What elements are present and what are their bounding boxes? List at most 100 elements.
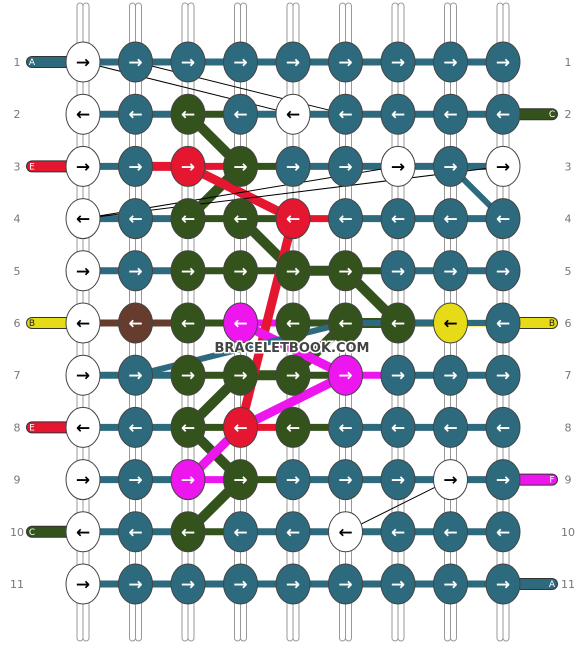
knot: → bbox=[223, 354, 258, 396]
arrow-right-icon: → bbox=[443, 575, 457, 595]
arrow-right-icon: → bbox=[443, 157, 457, 177]
arrow-right-icon: → bbox=[286, 262, 300, 282]
knot-oval bbox=[328, 302, 363, 344]
knot-oval bbox=[275, 41, 311, 83]
knot: ← bbox=[223, 511, 258, 553]
white-strand-line bbox=[82, 165, 504, 220]
knot: → bbox=[485, 41, 521, 83]
knot-oval bbox=[65, 198, 101, 240]
knot: ← bbox=[118, 511, 153, 553]
knot-oval bbox=[485, 93, 521, 135]
knot-oval bbox=[433, 198, 468, 240]
knot-oval bbox=[65, 93, 101, 135]
knot: ← bbox=[275, 406, 311, 448]
knot-oval bbox=[65, 41, 101, 83]
knot-oval bbox=[223, 354, 258, 396]
arrow-left-icon: ← bbox=[443, 210, 457, 230]
arrow-right-icon: → bbox=[338, 471, 352, 491]
arrow-left-icon: ← bbox=[233, 314, 247, 334]
knot: → bbox=[328, 459, 363, 501]
knot-oval bbox=[275, 198, 311, 240]
knot: ← bbox=[275, 198, 311, 240]
knot: ← bbox=[170, 511, 206, 553]
knot-oval bbox=[118, 354, 153, 396]
knot: ← bbox=[118, 93, 153, 135]
knot-oval bbox=[223, 511, 258, 553]
arrow-left-icon: ← bbox=[496, 105, 510, 125]
knot: → bbox=[118, 41, 153, 83]
knot-oval bbox=[118, 459, 153, 501]
knot: ← bbox=[170, 406, 206, 448]
arrow-right-icon: → bbox=[128, 262, 142, 282]
knot-oval bbox=[65, 563, 101, 605]
strand-letter: C bbox=[549, 110, 555, 120]
arrow-left-icon: ← bbox=[496, 210, 510, 230]
knot-oval bbox=[275, 302, 311, 344]
knot: → bbox=[485, 459, 521, 501]
knot: → bbox=[380, 459, 416, 501]
knot-oval bbox=[433, 511, 468, 553]
knot: → bbox=[170, 41, 206, 83]
knot: → bbox=[485, 563, 521, 605]
knot-oval bbox=[380, 41, 416, 83]
knot-oval bbox=[118, 145, 153, 187]
knot-oval bbox=[328, 459, 363, 501]
knot-oval bbox=[485, 511, 521, 553]
knot-oval bbox=[485, 302, 521, 344]
arrow-right-icon: → bbox=[338, 262, 352, 282]
knot: → bbox=[433, 41, 468, 83]
white-strand-line bbox=[82, 61, 294, 115]
knot-oval bbox=[170, 302, 206, 344]
arrow-right-icon: → bbox=[128, 53, 142, 73]
arrow-right-icon: → bbox=[76, 157, 90, 177]
arrow-right-icon: → bbox=[496, 471, 510, 491]
arrow-right-icon: → bbox=[128, 575, 142, 595]
knot-oval bbox=[328, 511, 363, 553]
arrow-left-icon: ← bbox=[128, 210, 142, 230]
knot-oval bbox=[380, 563, 416, 605]
arrow-left-icon: ← bbox=[443, 105, 457, 125]
knot: ← bbox=[223, 198, 258, 240]
knot: → bbox=[170, 145, 206, 187]
arrow-left-icon: ← bbox=[286, 210, 300, 230]
knot-oval bbox=[170, 406, 206, 448]
knot: → bbox=[275, 459, 311, 501]
knot-oval bbox=[275, 563, 311, 605]
knot: → bbox=[380, 563, 416, 605]
knot: → bbox=[275, 145, 311, 187]
row-number-left: 4 bbox=[14, 213, 21, 226]
arrow-right-icon: → bbox=[443, 262, 457, 282]
strand-letter: B bbox=[29, 319, 35, 329]
arrow-left-icon: ← bbox=[496, 418, 510, 438]
arrow-left-icon: ← bbox=[233, 523, 247, 543]
knot: → bbox=[223, 459, 258, 501]
arrow-left-icon: ← bbox=[128, 418, 142, 438]
knot-oval bbox=[170, 354, 206, 396]
knot: → bbox=[275, 563, 311, 605]
knot-oval bbox=[380, 459, 416, 501]
arrow-right-icon: → bbox=[76, 262, 90, 282]
knot: → bbox=[433, 354, 468, 396]
knot-oval bbox=[223, 41, 258, 83]
knot-oval bbox=[170, 145, 206, 187]
knot: ← bbox=[485, 406, 521, 448]
row-number-left: 7 bbox=[14, 369, 21, 382]
strand-letter: B bbox=[549, 319, 555, 329]
row-number-left: 8 bbox=[14, 421, 21, 434]
knot-oval bbox=[118, 563, 153, 605]
knot: ← bbox=[433, 198, 468, 240]
knots-layer: →→→→→→→→→←←←←←←←←←→→→→→→→→→←←←←←←←←←→→→→… bbox=[65, 41, 521, 605]
knot-oval bbox=[275, 354, 311, 396]
arrow-right-icon: → bbox=[181, 575, 195, 595]
knot: ← bbox=[485, 198, 521, 240]
knot-oval bbox=[433, 459, 468, 501]
knot-oval bbox=[380, 302, 416, 344]
row-number-right: 9 bbox=[565, 474, 572, 487]
knot-oval bbox=[433, 302, 468, 344]
knot: → bbox=[65, 459, 101, 501]
arrow-left-icon: ← bbox=[286, 523, 300, 543]
knot: → bbox=[118, 563, 153, 605]
arrow-right-icon: → bbox=[338, 157, 352, 177]
knot-oval bbox=[223, 563, 258, 605]
